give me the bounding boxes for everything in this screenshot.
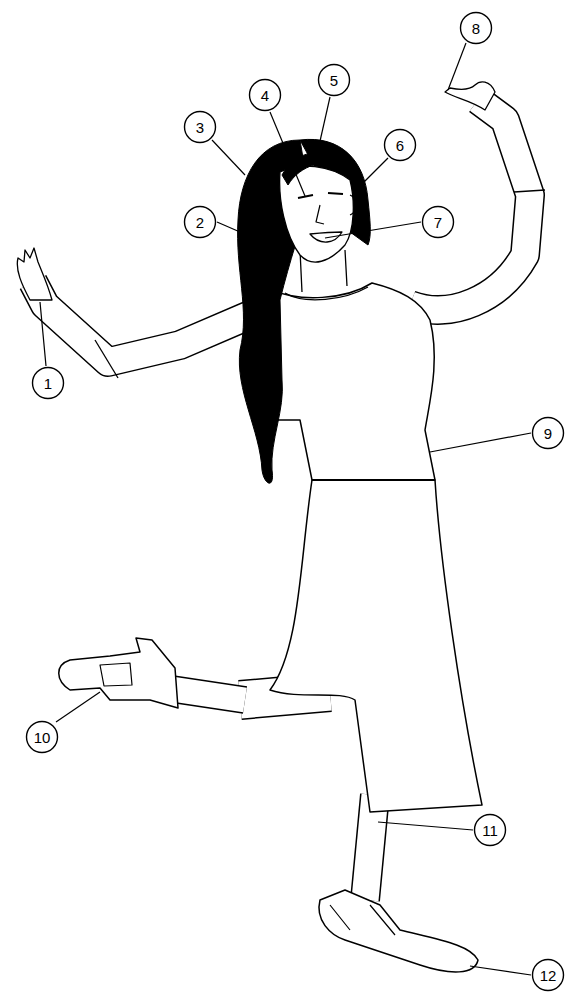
callout-circle: 10 bbox=[25, 720, 59, 754]
circle-outline bbox=[423, 207, 454, 238]
right-hand bbox=[445, 82, 495, 110]
leader-line bbox=[430, 433, 531, 452]
callout-number: 3 bbox=[196, 119, 204, 136]
callout-number: 6 bbox=[396, 137, 404, 154]
circle-outline bbox=[33, 368, 64, 399]
circle-outline bbox=[27, 722, 58, 753]
callout-number: 1 bbox=[44, 375, 52, 392]
shoe-strap bbox=[330, 905, 395, 935]
leader-line bbox=[217, 222, 240, 232]
callout-circle: 5 bbox=[317, 63, 351, 97]
leader-line bbox=[212, 140, 245, 175]
callout-circle: 9 bbox=[531, 416, 565, 450]
circle-outline bbox=[185, 207, 216, 238]
circle-outline bbox=[319, 65, 350, 96]
callout-circle: 3 bbox=[183, 110, 217, 144]
callout-circle: 7 bbox=[421, 205, 455, 239]
hair-fringe bbox=[282, 153, 348, 185]
leader-line bbox=[378, 822, 473, 830]
callout-number: 9 bbox=[544, 425, 552, 442]
nose bbox=[316, 205, 324, 224]
callout-circle: 4 bbox=[248, 78, 282, 112]
lifted-shoe bbox=[59, 638, 178, 708]
sleeve-cuff bbox=[95, 340, 118, 378]
callout-number: 5 bbox=[330, 72, 338, 89]
callout-number: 12 bbox=[540, 967, 557, 984]
circle-outline bbox=[250, 80, 281, 111]
leader-line bbox=[470, 966, 531, 975]
waist-seam bbox=[312, 479, 435, 481]
callout-number: 2 bbox=[196, 214, 204, 231]
callout-circle: 2 bbox=[183, 205, 217, 239]
leader-line bbox=[356, 158, 388, 190]
ear bbox=[350, 195, 356, 215]
callout-number: 10 bbox=[34, 729, 51, 746]
circle-outline bbox=[185, 112, 216, 143]
callout-number: 4 bbox=[261, 87, 269, 104]
shoe-strap bbox=[100, 663, 132, 686]
callout-number: 8 bbox=[472, 20, 480, 37]
circle-outline bbox=[533, 418, 564, 449]
leader-line bbox=[448, 43, 466, 90]
callout-circle: 11 bbox=[473, 813, 507, 847]
skirt bbox=[270, 480, 482, 812]
circle-outline bbox=[385, 130, 416, 161]
leader-line bbox=[318, 97, 330, 150]
right-arm-fill bbox=[410, 100, 530, 310]
leader-line bbox=[40, 302, 46, 366]
callout-circle: 6 bbox=[383, 128, 417, 162]
dress-top bbox=[272, 283, 435, 480]
leader-line bbox=[56, 692, 100, 722]
callout-circle: 8 bbox=[459, 11, 493, 45]
callout-circle: 12 bbox=[531, 958, 565, 992]
leader-line bbox=[325, 222, 421, 238]
neckline bbox=[285, 287, 368, 300]
circle-outline bbox=[475, 815, 506, 846]
right-arm-outline bbox=[410, 100, 530, 310]
circle-outline bbox=[533, 960, 564, 991]
sleeve-cuff bbox=[514, 190, 545, 192]
circle-outline bbox=[461, 13, 492, 44]
callout-number: 7 bbox=[434, 214, 442, 231]
mouth bbox=[310, 232, 342, 242]
callout-circle: 1 bbox=[31, 366, 65, 400]
left-hand bbox=[17, 248, 52, 300]
standing-shoe bbox=[319, 890, 478, 972]
leader-line bbox=[270, 112, 305, 196]
callout-number: 11 bbox=[482, 822, 498, 839]
